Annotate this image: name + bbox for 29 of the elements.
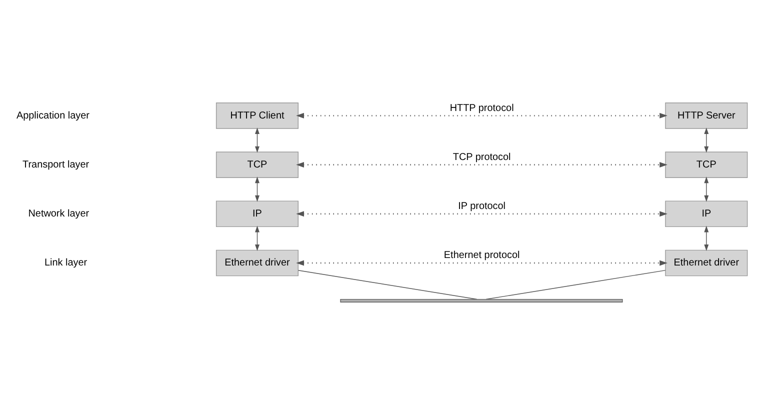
node-box: IP	[216, 200, 299, 227]
arrow	[296, 162, 668, 168]
arrow	[704, 127, 709, 152]
arrow	[255, 176, 260, 202]
node-bar	[340, 298, 623, 302]
node-box: TCP	[665, 151, 748, 178]
connector	[486, 269, 666, 300]
arrow	[704, 176, 709, 202]
edge-label: Ethernet protocol	[444, 250, 520, 261]
node-box: Ethernet driver	[665, 249, 748, 276]
node-box: HTTP Server	[665, 102, 748, 128]
edge-label: IP protocol	[458, 200, 506, 212]
arrow	[296, 210, 668, 216]
label: Link layer	[44, 257, 88, 268]
edge-label: HTTP protocol	[450, 102, 514, 114]
node-box: Ethernet driver	[216, 249, 299, 276]
node-box: HTTP Client	[216, 102, 299, 128]
connector	[298, 270, 478, 300]
arrow	[704, 225, 709, 250]
label: Transport layer	[22, 158, 90, 170]
edge-label: TCP protocol	[452, 151, 511, 162]
arrow	[296, 260, 668, 266]
node-box: TCP	[216, 151, 299, 178]
arrow	[255, 225, 260, 250]
node-box: IP	[665, 200, 748, 227]
label: Network layer	[28, 208, 90, 220]
label: Application layer	[16, 110, 90, 121]
arrow	[255, 127, 260, 152]
arrow	[296, 112, 668, 118]
